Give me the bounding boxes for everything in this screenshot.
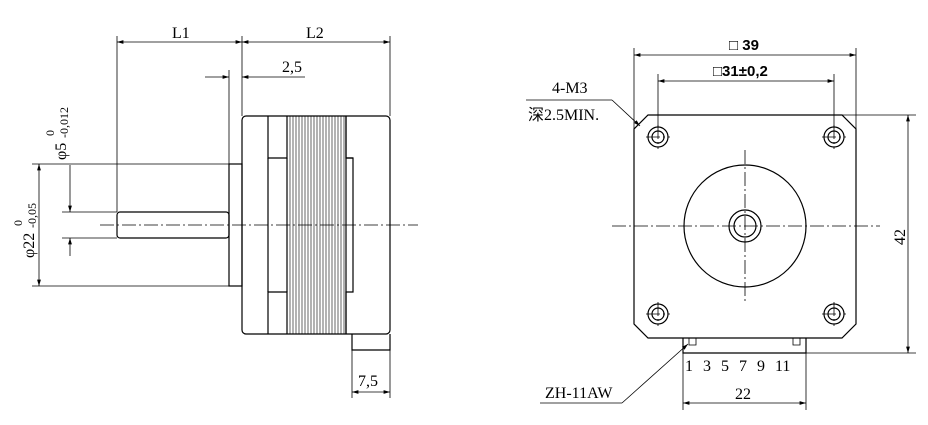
svg-text:φ22: φ22 xyxy=(21,233,38,258)
connector-pin-labels: 1 3 5 7 9 11 xyxy=(685,358,790,375)
dim-boss-label: φ22 0 -0,05 xyxy=(11,203,39,258)
connector-type-label: ZH-11AW xyxy=(545,385,613,402)
pin-label: 9 xyxy=(757,358,765,375)
motor-face xyxy=(633,114,857,339)
pin-label: 3 xyxy=(703,358,711,375)
connector-front xyxy=(682,338,807,354)
svg-text:-0,05: -0,05 xyxy=(25,203,39,228)
dim-l2-label: L2 xyxy=(306,25,324,42)
connector-side xyxy=(351,334,391,351)
connector-type-leader xyxy=(621,343,689,404)
hole-note-leader xyxy=(611,99,641,127)
pin-label: 7 xyxy=(739,358,747,375)
svg-text:42: 42 xyxy=(892,229,909,245)
dim-shaft-label: φ5 0 -0,012 xyxy=(43,107,71,160)
dim-connector-label: 7,5 xyxy=(358,373,378,390)
pin-label: 5 xyxy=(721,358,729,375)
hole-note-line1: 4-M3 xyxy=(552,80,588,97)
dim-height-label: 42 xyxy=(892,229,909,245)
front-view: □ 39 □31±0,2 42 4-M3 深2.5MIN. 1 3 5 7 9 … xyxy=(526,37,916,410)
dim-hole-spacing-label: □31±0,2 xyxy=(713,63,768,80)
svg-text:0: 0 xyxy=(11,220,25,226)
mounting-holes xyxy=(647,126,845,325)
svg-text:-0,012: -0,012 xyxy=(57,107,71,138)
dim-outer-label: □ 39 xyxy=(729,37,759,54)
pin-label: 1 xyxy=(685,358,693,375)
svg-text:0: 0 xyxy=(43,130,57,136)
pin-label: 11 xyxy=(775,358,790,375)
svg-text:φ5: φ5 xyxy=(53,143,70,160)
dim-l1-label: L1 xyxy=(172,25,190,42)
dim-flange-label: 2,5 xyxy=(282,59,302,76)
hole-note-line2: 深2.5MIN. xyxy=(528,106,599,124)
side-view: L1 L2 2,5 φ5 0 -0,012 φ22 0 -0,05 7,5 xyxy=(11,25,418,398)
dim-connector-width-label: 22 xyxy=(735,386,751,403)
